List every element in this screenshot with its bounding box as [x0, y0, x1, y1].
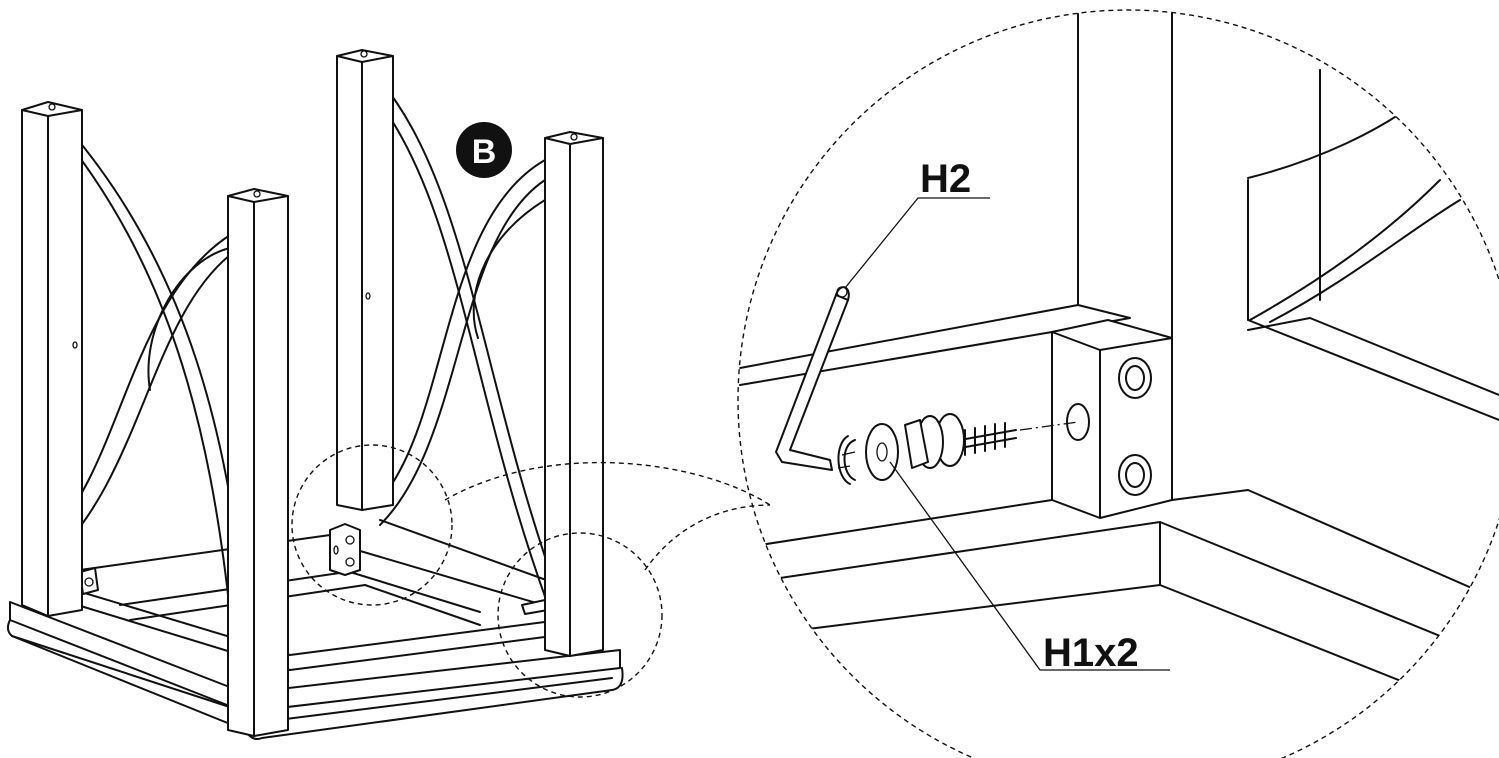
label-h2: H2 [920, 157, 971, 201]
flat-washer [865, 423, 899, 481]
bolt-assembly [837, 413, 1017, 485]
leader-h2 [844, 197, 990, 289]
corner-block-center [329, 523, 361, 576]
leg-front-right [544, 131, 604, 657]
base-rim [6, 601, 624, 740]
detail-circle-right [497, 532, 663, 698]
detail-circle-center [291, 444, 453, 606]
label-h1: H1x2 [1043, 631, 1139, 675]
leader-h1 [889, 461, 1170, 671]
spring-washer [837, 435, 856, 485]
detail-view: H2 H1x2 [737, 9, 1499, 758]
leg-back-left [21, 101, 83, 617]
allen-key [775, 286, 850, 471]
callout-lines [444, 461, 771, 571]
badge-label: B [472, 133, 497, 171]
leg-front-center [227, 188, 289, 737]
stool-frame: B [6, 49, 663, 740]
magnifier-circle [737, 9, 1499, 758]
leg-back-center [336, 49, 394, 511]
step-badge: B [456, 122, 512, 178]
bolt-thread [964, 422, 1006, 456]
